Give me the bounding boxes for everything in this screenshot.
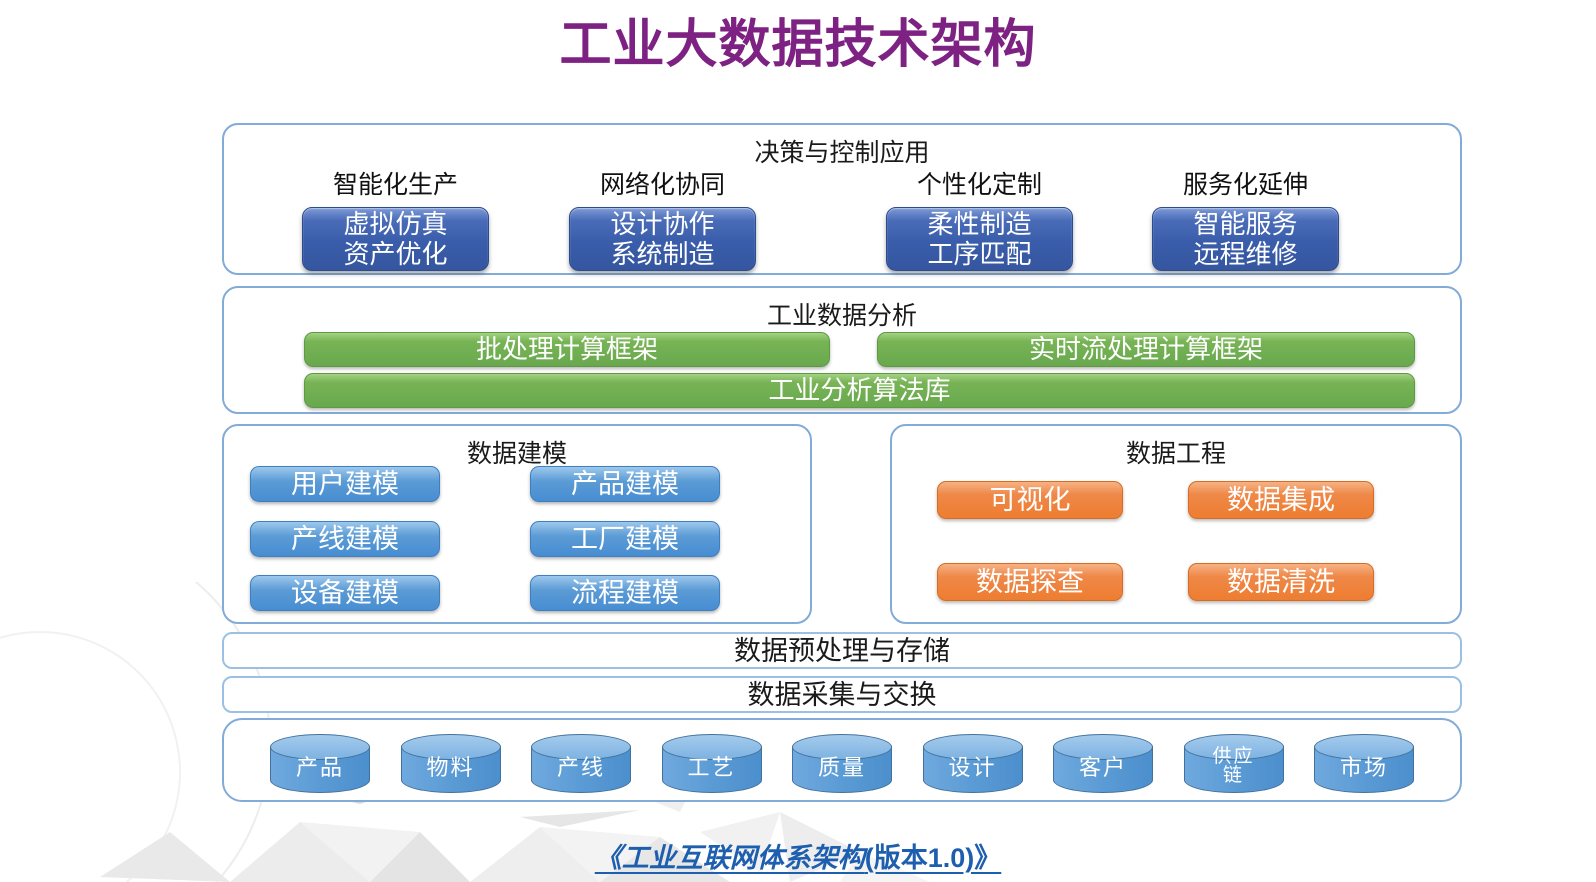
data-modeling-panel: 数据建模 用户建模 产品建模 产线建模 工厂建模 设备建模 流程建模: [222, 424, 812, 624]
app-box-line: 资产优化: [343, 239, 448, 269]
exchange-layer-row: 数据采集与交换: [222, 676, 1462, 713]
database-cylinder-product: 产品: [270, 734, 370, 793]
cylinder-label: 质量: [817, 754, 866, 780]
decision-column-personalized-customization: 个性化定制 柔性制造 工序匹配: [886, 165, 1073, 271]
engineering-panel-title: 数据工程: [1125, 440, 1226, 468]
cylinder-label: 产线: [556, 754, 605, 780]
reference-link-title: 《工业互联网体系架构: [594, 843, 865, 873]
app-box-line: 远程维修: [1193, 239, 1298, 269]
storage-layer-row: 数据预处理与存储: [222, 632, 1462, 669]
decision-column-networked-collaboration: 网络化协同 设计协作 系统制造: [569, 165, 756, 271]
footer: 《工业互联网体系架构(版本1.0)》: [0, 836, 1596, 875]
app-box-line: 工序匹配: [927, 239, 1032, 269]
page-title: 工业大数据技术架构: [559, 16, 1037, 74]
data-engineering-panel: 数据工程 可视化 数据集成 数据探查 数据清洗: [890, 424, 1462, 624]
database-cylinder-production-line: 产线: [531, 734, 631, 793]
database-cylinder-market: 市场: [1314, 734, 1414, 793]
decision-column-smart-production: 智能化生产 虚拟仿真 资产优化: [302, 165, 489, 271]
cylinder-label: 工艺: [687, 754, 736, 780]
column-header: 智能化生产: [332, 171, 458, 199]
stream-processing-bar: 实时流处理计算框架: [877, 332, 1415, 367]
app-box-virtual-simulation: 虚拟仿真 资产优化: [302, 207, 489, 271]
column-header: 个性化定制: [916, 171, 1042, 199]
modeling-box-factory: 工厂建模: [530, 521, 720, 557]
modeling-box-process: 流程建模: [530, 575, 720, 611]
engineering-box-data-cleaning: 数据清洗: [1188, 563, 1374, 601]
engineering-box-data-integration: 数据集成: [1188, 481, 1374, 519]
app-box-line: 智能服务: [1193, 208, 1298, 239]
reference-link[interactable]: 《工业互联网体系架构(版本1.0)》: [595, 843, 1002, 873]
database-cylinder-craft: 工艺: [661, 734, 762, 793]
app-box-line: 设计协作: [610, 208, 715, 239]
decision-control-panel: 决策与控制应用 智能化生产 虚拟仿真 资产优化 网络化协同 设计协作 系统制造 …: [222, 123, 1462, 275]
app-box-flexible-manufacturing: 柔性制造 工序匹配: [886, 207, 1073, 271]
database-cylinder-customer: 客户: [1053, 734, 1153, 793]
database-cylinder-material: 物料: [400, 734, 501, 793]
cylinder-label: 设计: [948, 754, 997, 780]
app-box-smart-service: 智能服务 远程维修: [1152, 207, 1339, 271]
data-sources-panel: 产品 物料 产线 工艺 质量 设计 客户 供应链 市场: [222, 718, 1462, 802]
app-box-design-collaboration: 设计协作 系统制造: [569, 207, 756, 271]
engineering-box-data-exploration: 数据探查: [937, 563, 1123, 601]
cylinder-label: 供应链: [1212, 745, 1255, 786]
decision-panel-title: 决策与控制应用: [754, 139, 930, 167]
engineering-box-visualization: 可视化: [937, 481, 1123, 519]
app-box-line: 系统制造: [610, 239, 715, 269]
batch-processing-bar: 批处理计算框架: [304, 332, 830, 367]
algorithm-library-bar: 工业分析算法库: [304, 373, 1415, 408]
modeling-box-product: 产品建模: [530, 466, 720, 502]
cylinder-label: 物料: [426, 754, 475, 780]
cylinder-label: 客户: [1078, 754, 1127, 780]
database-cylinder-quality: 质量: [792, 734, 892, 793]
cylinder-label: 产品: [295, 754, 344, 780]
column-header: 网络化协同: [599, 171, 725, 199]
app-box-line: 虚拟仿真: [343, 208, 448, 239]
analysis-panel-title: 工业数据分析: [766, 302, 917, 330]
database-cylinder-design: 设计: [922, 734, 1023, 793]
modeling-box-user: 用户建模: [250, 466, 440, 502]
decision-column-service-extension: 服务化延伸 智能服务 远程维修: [1152, 165, 1339, 271]
database-cylinder-supply-chain: 供应链: [1183, 734, 1284, 793]
modeling-panel-title: 数据建模: [466, 440, 567, 468]
data-analysis-panel: 工业数据分析 批处理计算框架 实时流处理计算框架 工业分析算法库: [222, 286, 1462, 414]
column-header: 服务化延伸: [1182, 171, 1308, 199]
modeling-box-equipment: 设备建模: [250, 575, 440, 611]
reference-link-version: (版本1.0)》: [864, 843, 1002, 873]
app-box-line: 柔性制造: [927, 208, 1032, 239]
cylinder-label: 市场: [1339, 754, 1388, 780]
modeling-box-line: 产线建模: [250, 521, 440, 557]
